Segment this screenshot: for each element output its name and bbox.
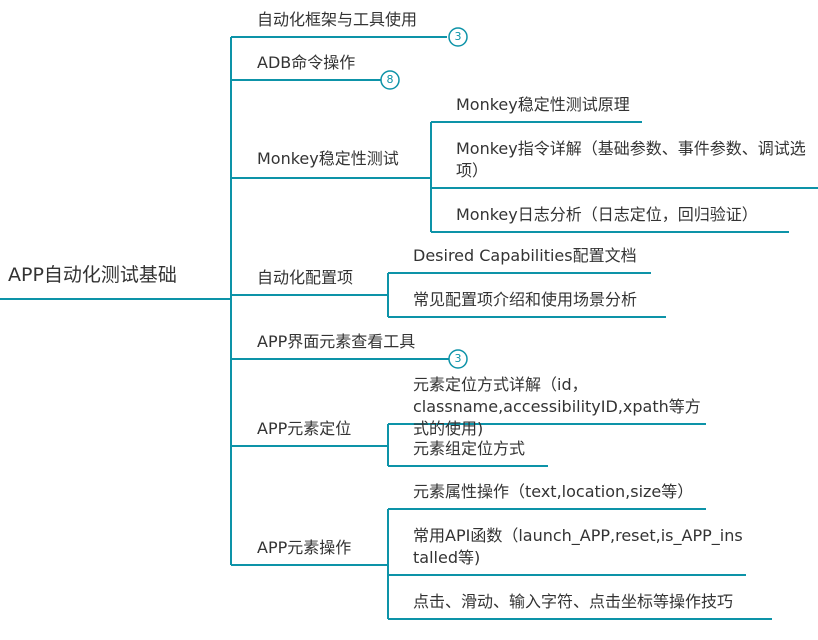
branch-automation-framework[interactable]: 自动化框架与工具使用 <box>257 10 418 29</box>
sub-connector-3 <box>415 122 432 232</box>
collapsed-count-badge[interactable]: 8 <box>386 73 394 86</box>
branch-automation-config[interactable]: 自动化配置项 <box>257 268 354 287</box>
sub-connector-6 <box>372 424 389 466</box>
root-topic[interactable]: APP自动化测试基础 <box>8 264 177 286</box>
collapsed-count-badge[interactable]: 3 <box>454 30 462 43</box>
leaf-monkey-commands[interactable]: Monkey指令详解（基础参数、事件参数、调试选项） <box>456 139 806 180</box>
branch-element-locating[interactable]: APP元素定位 <box>257 419 352 438</box>
branch-monkey-test[interactable]: Monkey稳定性测试 <box>257 149 399 168</box>
badge-circle-2 <box>380 70 400 90</box>
collapsed-count-badge[interactable]: 3 <box>454 352 462 365</box>
branch-element-operation[interactable]: APP元素操作 <box>257 538 352 557</box>
leaf-locating-methods[interactable]: 元素定位方式详解（id，classname,accessibilityID,xp… <box>413 375 701 438</box>
sub-connector-7 <box>372 509 389 619</box>
leaf-common-api[interactable]: 常用API函数（launch_APP,reset,is_APP_installe… <box>413 526 743 567</box>
branch-element-viewer[interactable]: APP界面元素查看工具 <box>257 332 416 351</box>
leaf-group-locating[interactable]: 元素组定位方式 <box>413 439 526 458</box>
leaf-monkey-principle[interactable]: Monkey稳定性测试原理 <box>456 95 630 114</box>
sub-connector-4 <box>372 273 389 317</box>
leaf-desired-capabilities[interactable]: Desired Capabilities配置文档 <box>413 246 637 265</box>
badge-circle-1 <box>448 27 468 47</box>
leaf-element-attributes[interactable]: 元素属性操作（text,location,size等） <box>413 482 694 501</box>
leaf-operation-tips[interactable]: 点击、滑动、输入字符、点击坐标等操作技巧 <box>413 592 734 611</box>
leaf-config-scenarios[interactable]: 常见配置项介绍和使用场景分析 <box>413 290 638 309</box>
badge-circle-5 <box>448 349 468 369</box>
branch-adb-commands[interactable]: ADB命令操作 <box>257 53 356 72</box>
leaf-monkey-log-analysis[interactable]: Monkey日志分析（日志定位，回归验证） <box>456 205 758 224</box>
